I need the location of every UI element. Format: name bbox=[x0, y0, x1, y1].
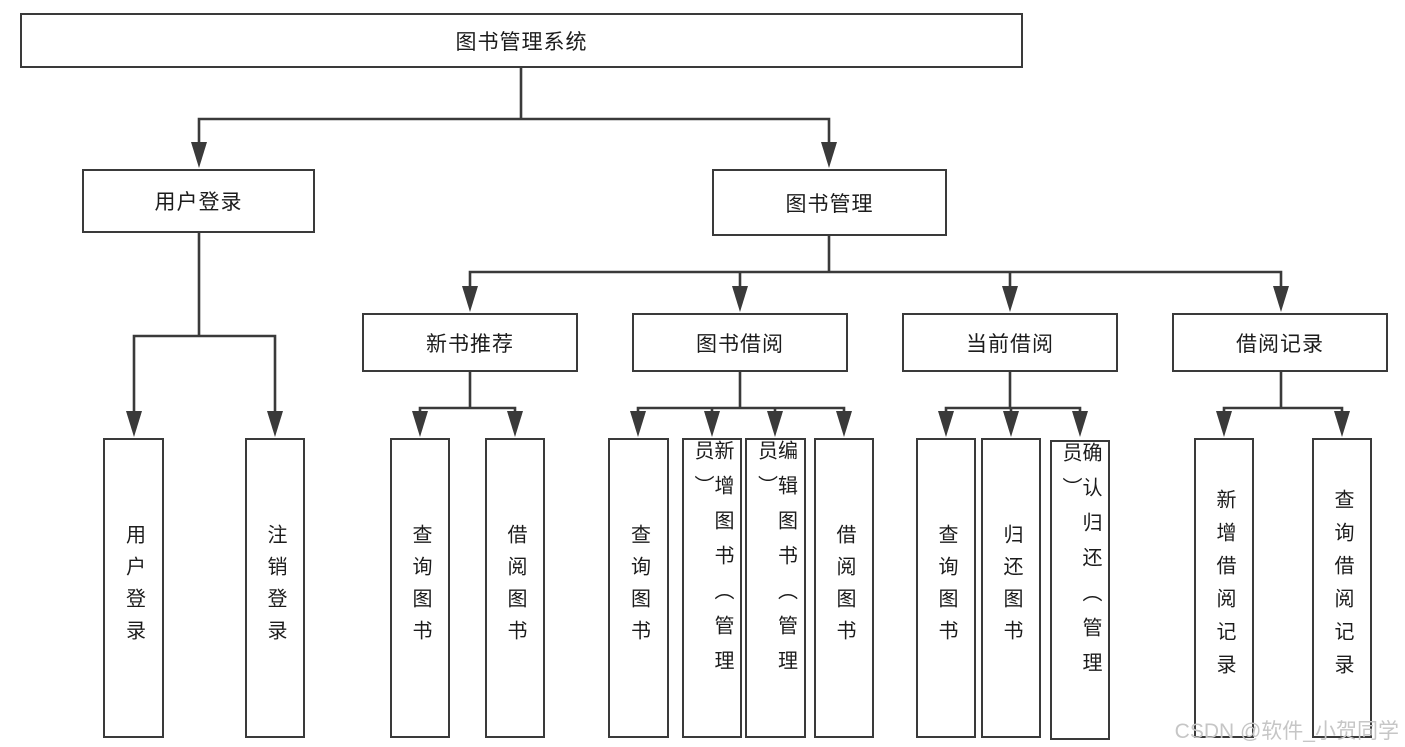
arrow-icon bbox=[630, 411, 646, 437]
leaf-records-add-record: 新增借阅记录 bbox=[1194, 438, 1254, 738]
leaf-current-query-books-label: 查询图书 bbox=[935, 524, 957, 652]
leaf-borrow-edit-books-admin-label: 编辑图书（管理员） bbox=[754, 440, 797, 685]
arrow-icon bbox=[938, 411, 954, 437]
node-current-borrow-label: 当前借阅 bbox=[966, 332, 1054, 356]
leaf-recommend-query-books: 查询图书 bbox=[390, 438, 450, 738]
arrow-icon bbox=[126, 411, 142, 437]
node-book-borrow: 图书借阅 bbox=[632, 313, 848, 372]
leaf-current-return-books-label: 归还图书 bbox=[1000, 524, 1022, 652]
leaf-borrow-query-books-label: 查询图书 bbox=[627, 524, 650, 652]
arrow-icon bbox=[1003, 411, 1019, 437]
node-new-book-recommend-label: 新书推荐 bbox=[426, 332, 514, 356]
arrow-icon bbox=[821, 142, 837, 168]
arrowheads bbox=[126, 142, 1350, 437]
arrow-icon bbox=[412, 411, 428, 437]
arrow-icon bbox=[1002, 286, 1018, 312]
node-user-login: 用户登录 bbox=[82, 169, 315, 233]
leaf-current-confirm-return-admin-label: 确认归还（管理员） bbox=[1059, 442, 1101, 687]
node-book-management: 图书管理 bbox=[712, 169, 947, 236]
node-borrow-records: 借阅记录 bbox=[1172, 313, 1388, 372]
arrow-icon bbox=[1334, 411, 1350, 437]
leaf-current-confirm-return-admin: 确认归还（管理员） bbox=[1050, 440, 1110, 740]
arrow-icon bbox=[704, 411, 720, 437]
node-new-book-recommend: 新书推荐 bbox=[362, 313, 578, 372]
leaf-current-return-books: 归还图书 bbox=[981, 438, 1041, 738]
leaf-records-add-record-label: 新增借阅记录 bbox=[1213, 489, 1235, 687]
leaf-borrow-add-books-admin: 新增图书（管理员） bbox=[682, 438, 742, 738]
leaf-current-query-books: 查询图书 bbox=[916, 438, 976, 738]
arrow-icon bbox=[462, 286, 478, 312]
leaf-logout: 注销登录 bbox=[245, 438, 305, 738]
arrow-icon bbox=[1072, 411, 1088, 437]
node-borrow-records-label: 借阅记录 bbox=[1236, 332, 1324, 356]
node-book-management-label: 图书管理 bbox=[785, 192, 874, 216]
leaf-borrow-add-books-admin-label: 新增图书（管理员） bbox=[691, 440, 733, 685]
node-root-label: 图书管理系统 bbox=[455, 30, 588, 54]
leaf-recommend-borrow-books: 借阅图书 bbox=[485, 438, 545, 738]
leaf-logout-label: 注销登录 bbox=[264, 524, 286, 652]
node-current-borrow: 当前借阅 bbox=[902, 313, 1118, 372]
leaf-borrow-borrow-books: 借阅图书 bbox=[814, 438, 874, 738]
arrow-icon bbox=[507, 411, 523, 437]
leaf-recommend-query-books-label: 查询图书 bbox=[409, 524, 431, 652]
arrow-icon bbox=[732, 286, 748, 312]
arrow-icon bbox=[1216, 411, 1232, 437]
node-book-borrow-label: 图书借阅 bbox=[696, 332, 784, 356]
leaf-borrow-borrow-books-label: 借阅图书 bbox=[833, 524, 855, 652]
leaf-records-query-record-label: 查询借阅记录 bbox=[1331, 489, 1353, 687]
arrow-icon bbox=[836, 411, 852, 437]
arrow-icon bbox=[267, 411, 283, 437]
leaf-borrow-edit-books-admin: 编辑图书（管理员） bbox=[745, 438, 806, 738]
node-root: 图书管理系统 bbox=[20, 13, 1023, 68]
arrow-icon bbox=[1273, 286, 1289, 312]
arrow-icon bbox=[767, 411, 783, 437]
leaf-user-login-label: 用户登录 bbox=[122, 524, 145, 652]
leaf-borrow-query-books: 查询图书 bbox=[608, 438, 669, 738]
node-user-login-label: 用户登录 bbox=[154, 191, 243, 214]
leaf-recommend-borrow-books-label: 借阅图书 bbox=[504, 524, 526, 652]
csdn-watermark: CSDN @软件_小贺同学 bbox=[1174, 720, 1399, 743]
leaf-user-login: 用户登录 bbox=[103, 438, 164, 738]
leaf-records-query-record: 查询借阅记录 bbox=[1312, 438, 1372, 738]
arrow-icon bbox=[191, 142, 207, 168]
